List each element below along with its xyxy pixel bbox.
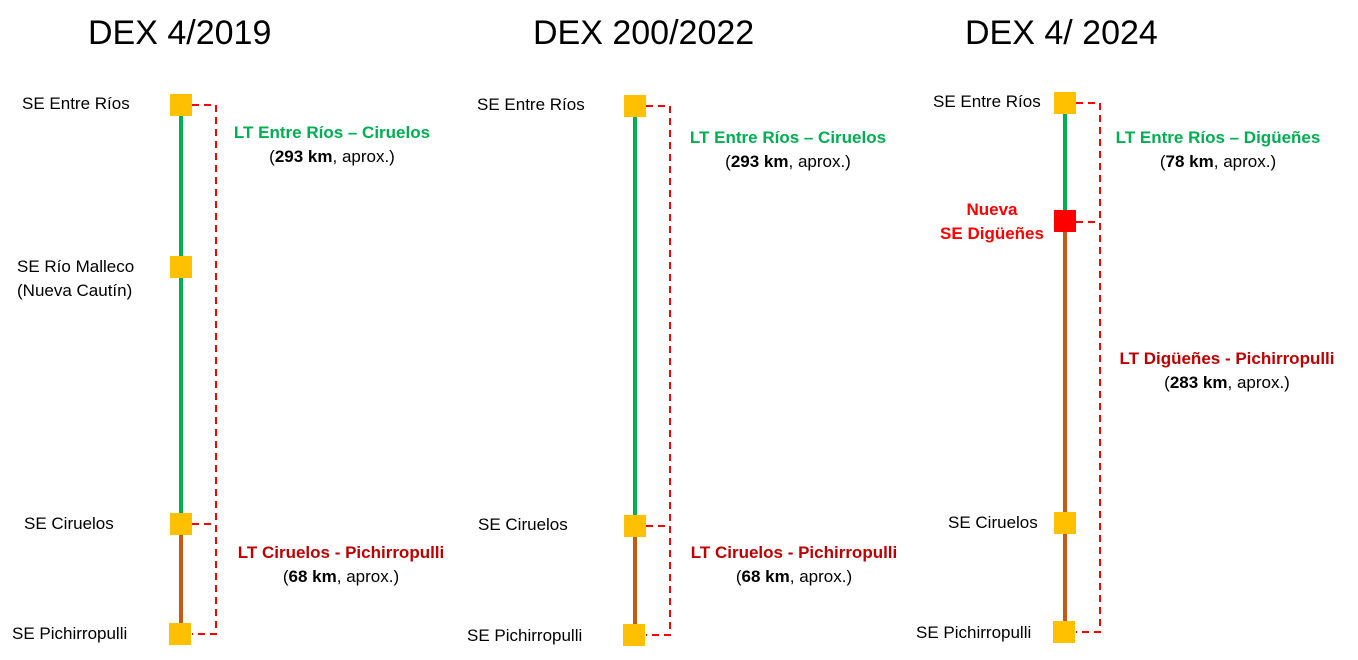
- segment-name: LT Entre Ríos – Ciruelos: [689, 128, 887, 147]
- substation-pichirropulli: [169, 623, 191, 645]
- substation-label: SE Pichirropulli: [12, 624, 128, 643]
- segment-name: LT Entre Ríos – Digüeñes: [1115, 128, 1321, 147]
- substation-label: SE Entre Ríos: [933, 92, 1041, 111]
- substation-entre-rios: [624, 95, 646, 117]
- bracket: [192, 104, 217, 635]
- segment-length: (68 km, aprox.): [735, 567, 853, 586]
- substation-rio-malleco: [170, 256, 192, 278]
- segment-length: (283 km, aprox.): [1164, 373, 1290, 392]
- bracket: [646, 105, 671, 636]
- panel-title: DEX 4/2019: [88, 14, 272, 52]
- substation-label: SE Entre Ríos: [22, 94, 130, 113]
- new-substation-label: Nueva: [966, 200, 1018, 219]
- segment-length: (68 km, aprox.): [282, 567, 400, 586]
- panel-title: DEX 200/2022: [533, 14, 755, 52]
- substation-label: SE Ciruelos: [948, 513, 1038, 532]
- segment-name: LT Entre Ríos – Ciruelos: [233, 123, 431, 142]
- substation-ciruelos: [624, 515, 646, 537]
- bracket: [1076, 102, 1101, 633]
- panel-title: DEX 4/ 2024: [965, 14, 1158, 52]
- substation-ciruelos: [1054, 512, 1076, 534]
- substation-label: SE Pichirropulli: [916, 623, 1032, 642]
- new-substation-label: SE Digüeñes: [940, 224, 1044, 243]
- substation-label: SE Ciruelos: [478, 515, 568, 534]
- substation-pichirropulli: [1053, 621, 1075, 643]
- substation-label: SE Ciruelos: [24, 514, 114, 533]
- substation-entre-rios: [170, 94, 192, 116]
- substation-entre-rios: [1054, 92, 1076, 114]
- substation-label: SE Río Malleco: [17, 257, 135, 276]
- segment-length: (293 km, aprox.): [725, 152, 851, 171]
- new-substation-digueñes: [1054, 210, 1076, 232]
- substation-label: SE Entre Ríos: [477, 95, 585, 114]
- substation-label: SE Pichirropulli: [467, 626, 583, 645]
- segment-name: LT Ciruelos - Pichirropulli: [237, 543, 445, 562]
- substation-pichirropulli: [623, 624, 645, 646]
- segment-name: LT Ciruelos - Pichirropulli: [690, 543, 898, 562]
- segment-length: (293 km, aprox.): [269, 147, 395, 166]
- substation-ciruelos: [170, 513, 192, 535]
- substation-label: (Nueva Cautín): [17, 281, 133, 300]
- segment-length: (78 km, aprox.): [1159, 152, 1277, 171]
- segment-name: LT Digüeñes - Pichirropulli: [1119, 349, 1335, 368]
